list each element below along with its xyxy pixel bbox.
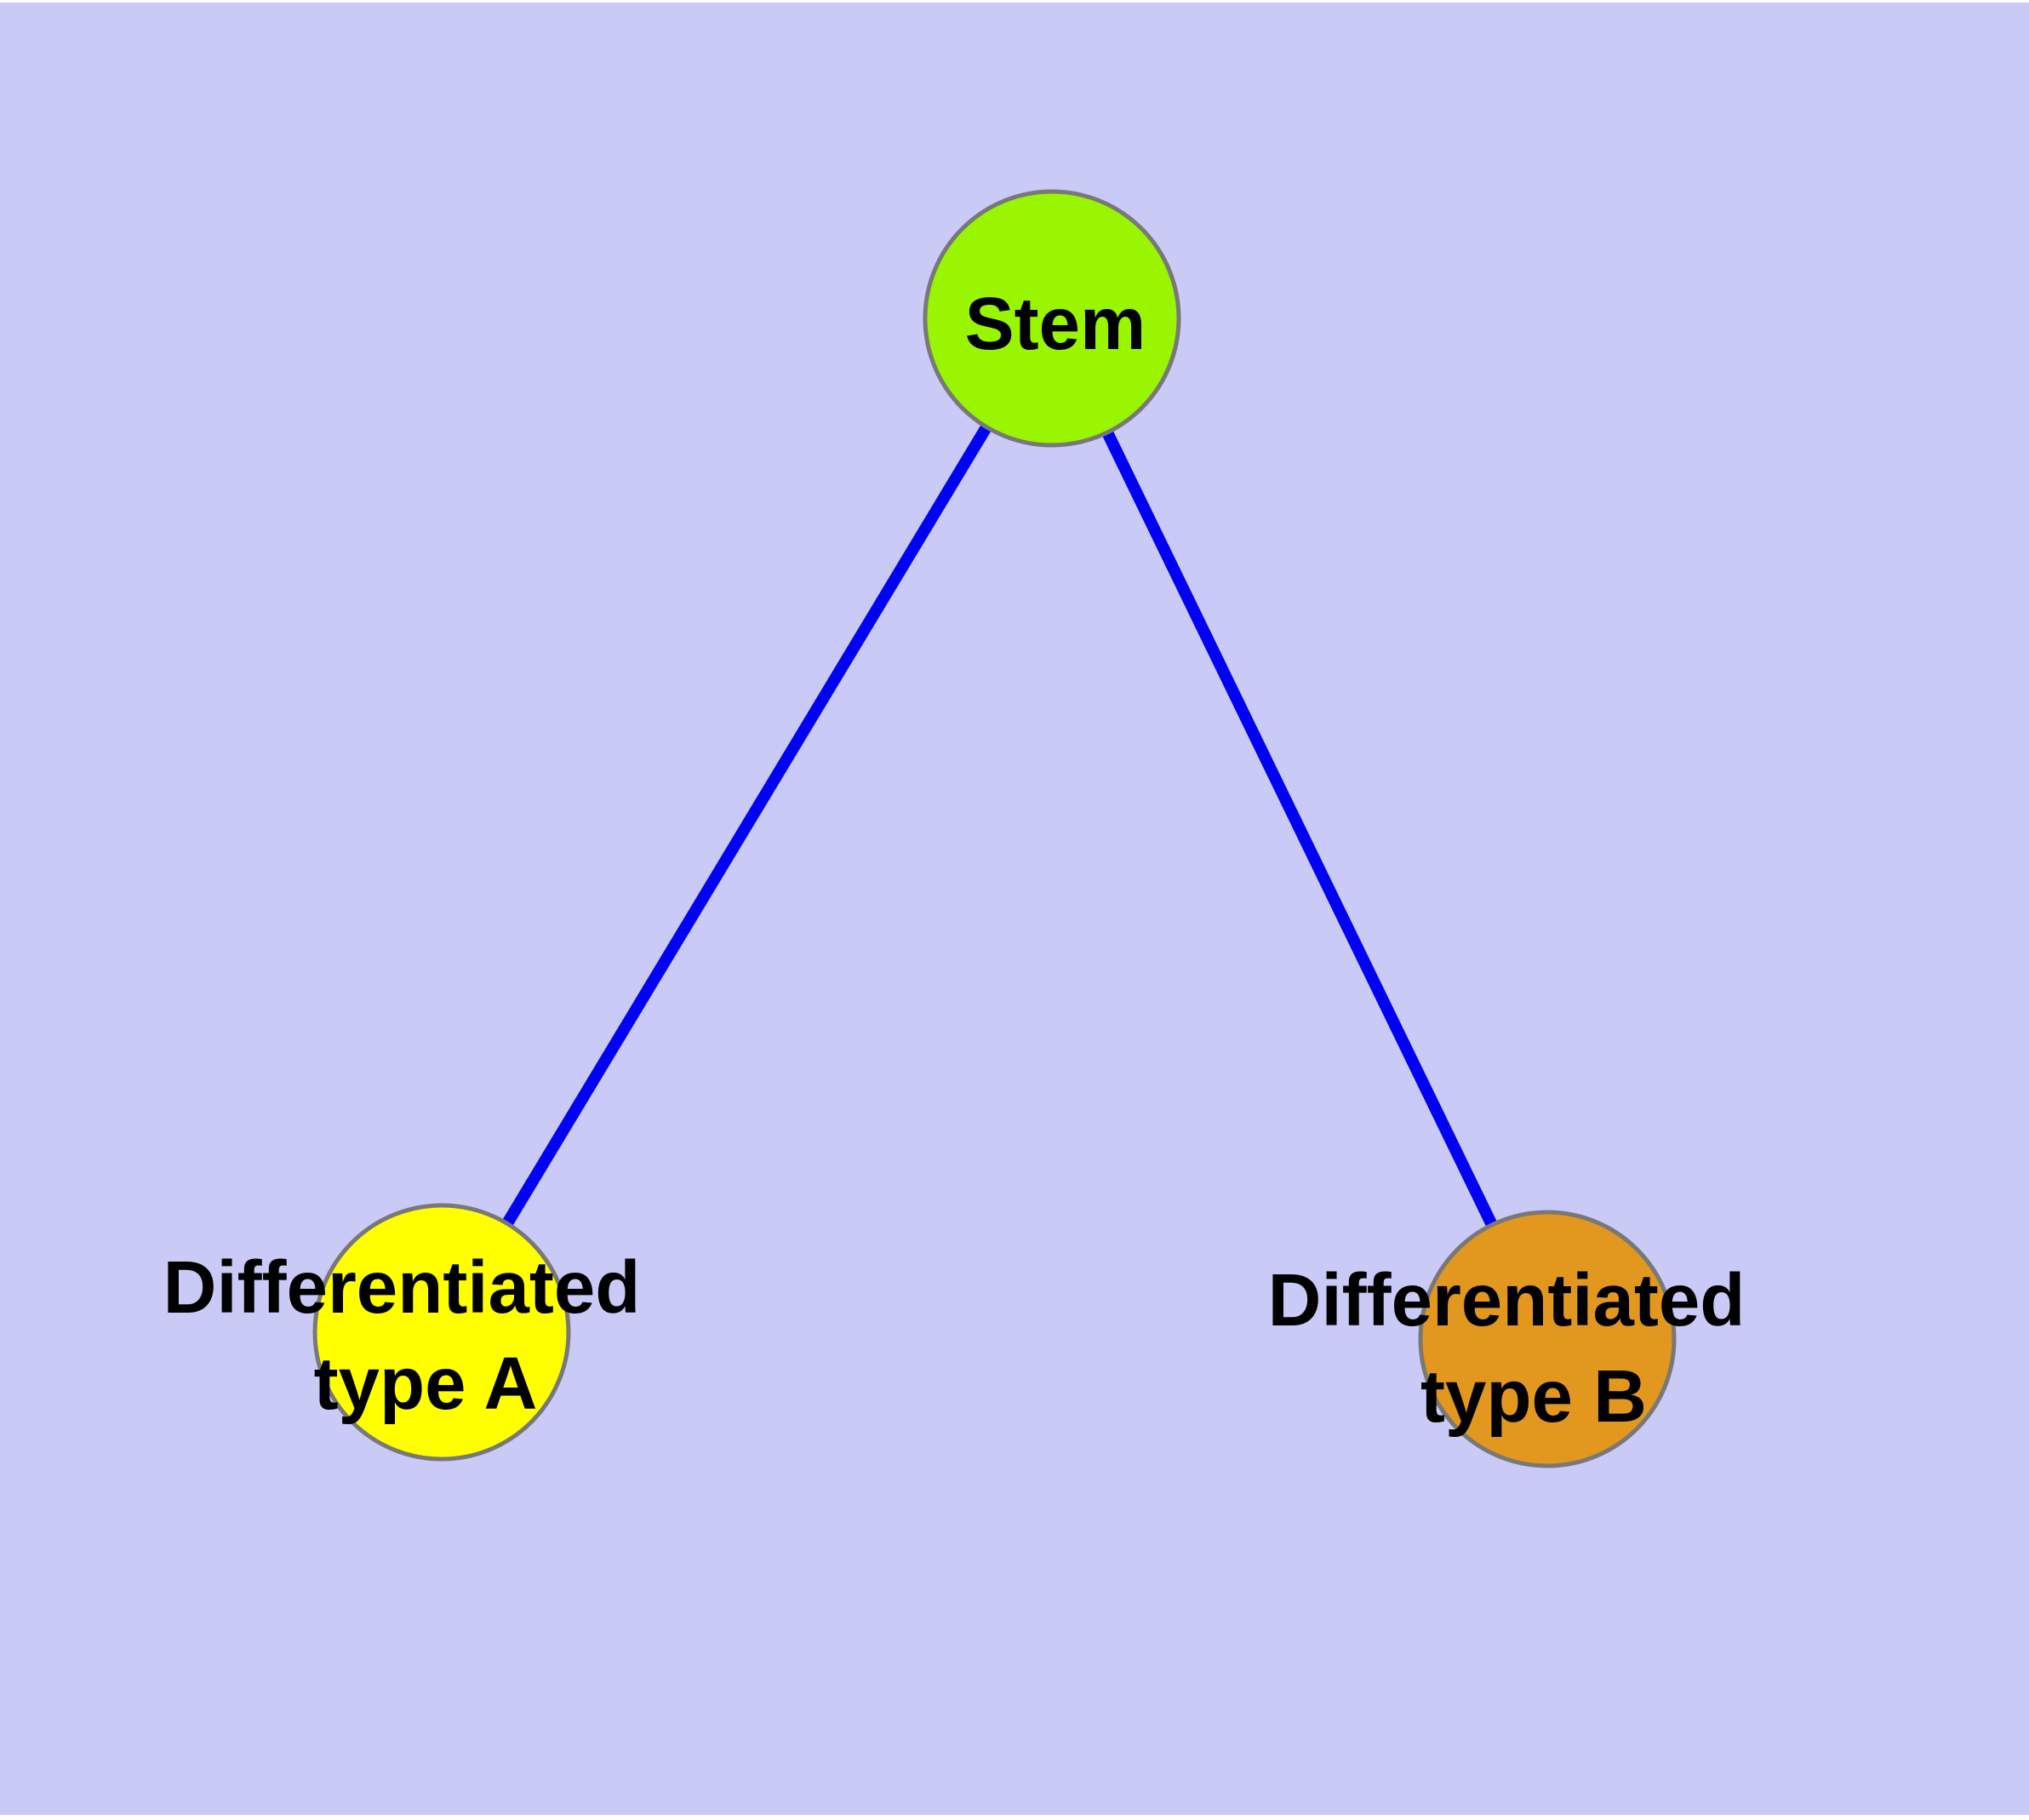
node-stem	[923, 189, 1181, 448]
node-differentiated-type-a	[312, 1203, 571, 1462]
node-differentiated-type-b	[1418, 1210, 1677, 1468]
node-type-a-label-line1: Differentiated	[163, 1246, 641, 1329]
edge-stem-to-type-a	[437, 315, 1057, 1336]
node-stem-label: Stem	[965, 283, 1146, 365]
edge-stem-to-type-b	[1046, 315, 1553, 1342]
node-type-b-label-line2: type B	[1420, 1355, 1647, 1438]
node-type-b-label-line1: Differentiated	[1268, 1259, 1746, 1342]
node-type-a-label-line2: type A	[314, 1342, 538, 1425]
